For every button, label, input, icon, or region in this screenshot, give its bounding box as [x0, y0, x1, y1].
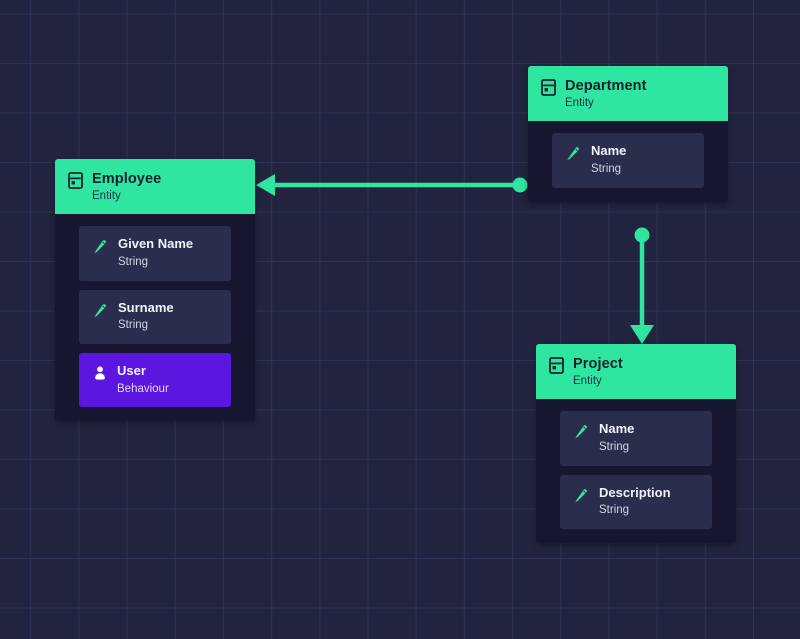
node-project[interactable]: Project Entity Name String	[536, 344, 736, 543]
entity-icon	[68, 172, 83, 189]
node-department-subtitle: Entity	[565, 97, 594, 110]
node-employee[interactable]: Employee Entity Given Name String	[55, 159, 255, 422]
field-type: String	[591, 162, 622, 175]
field-row[interactable]: Given Name String	[79, 226, 231, 281]
entity-icon	[549, 357, 564, 374]
node-department-fields: Name String	[528, 121, 728, 201]
field-row[interactable]: Name String	[560, 411, 712, 466]
field-name: Given Name	[118, 236, 194, 252]
node-project-title: Project	[573, 356, 623, 372]
field-name: User	[117, 362, 146, 378]
entity-icon	[541, 79, 556, 96]
edge-department-to-project[interactable]	[630, 227, 654, 345]
field-name: Surname	[118, 299, 174, 315]
pencil-icon	[94, 303, 106, 317]
field-type: Behaviour	[117, 382, 169, 395]
field-type: String	[118, 255, 149, 268]
node-department-header[interactable]: Department Entity	[528, 66, 728, 122]
node-department[interactable]: Department Entity Name String	[528, 66, 728, 202]
edge-department-to-employee[interactable]	[256, 174, 528, 196]
field-name: Name	[591, 143, 627, 159]
field-row[interactable]: Surname String	[79, 289, 231, 344]
pencil-icon	[575, 488, 587, 502]
field-type: String	[599, 440, 630, 453]
node-project-header[interactable]: Project Entity	[536, 344, 736, 400]
node-project-subtitle: Entity	[573, 375, 602, 388]
edge-arrowhead	[630, 325, 654, 344]
person-icon	[95, 366, 105, 380]
edge-arrowhead	[256, 174, 275, 196]
field-row[interactable]: Name String	[552, 133, 704, 188]
pencil-icon	[575, 425, 587, 439]
pencil-icon	[567, 147, 579, 161]
node-employee-title: Employee	[92, 171, 162, 187]
field-type: String	[118, 319, 149, 332]
edge-source-handle[interactable]	[634, 227, 650, 243]
edge-source-handle[interactable]	[512, 177, 528, 193]
pencil-icon	[94, 240, 106, 254]
field-name: Description	[599, 484, 671, 500]
field-name: Name	[599, 421, 635, 437]
field-row-behaviour[interactable]: User Behaviour	[79, 352, 231, 408]
node-employee-subtitle: Entity	[92, 190, 121, 203]
node-employee-header[interactable]: Employee Entity	[55, 159, 255, 215]
node-department-title: Department	[565, 78, 647, 94]
node-employee-fields: Given Name String Surname String	[55, 214, 255, 421]
field-row[interactable]: Description String	[560, 474, 712, 529]
node-project-fields: Name String Description String	[536, 399, 736, 543]
field-type: String	[599, 504, 630, 517]
